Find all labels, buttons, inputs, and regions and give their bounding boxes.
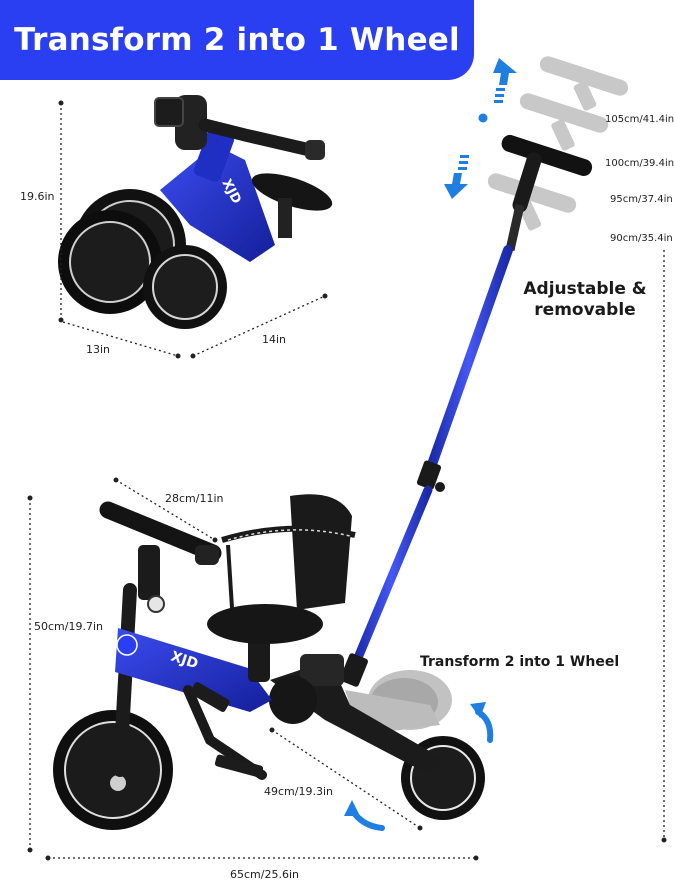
small-trike-depth-label: 13in xyxy=(86,343,111,356)
handle-height-105: 105cm/41.4in xyxy=(605,114,674,125)
large-trike-height-label: 50cm/19.7in xyxy=(34,620,103,633)
large-trike-image: XJD xyxy=(53,494,485,830)
handle-height-90: 90cm/35.4in xyxy=(610,233,673,244)
wheelbase-label: 49cm/19.3in xyxy=(264,785,333,798)
adjustable-note: Adjustable & removable xyxy=(520,279,650,321)
height-adjust-arrows xyxy=(444,58,517,199)
handle-height-100: 100cm/39.4in xyxy=(605,158,674,169)
handlebar-width-label: 28cm/11in xyxy=(165,492,224,505)
handle-height-ghosts xyxy=(487,56,629,251)
title-banner: Transform 2 into 1 Wheel xyxy=(0,0,474,80)
transform-label: Transform 2 into 1 Wheel xyxy=(420,654,620,670)
transform-arrows xyxy=(344,702,494,831)
banner-title: Transform 2 into 1 Wheel xyxy=(14,22,460,58)
large-trike-dimension-lines xyxy=(29,479,476,859)
small-trike-dimension-lines xyxy=(60,103,326,357)
small-trike-height-label: 19.6in xyxy=(20,190,55,203)
small-trike-width-label: 14in xyxy=(262,333,287,346)
push-pole xyxy=(340,245,513,687)
adjustable-note-line1: Adjustable & xyxy=(523,279,647,299)
adjustable-note-line2: removable xyxy=(534,300,636,320)
small-trike-image: XJD xyxy=(58,95,333,329)
total-length-label: 65cm/25.6in xyxy=(230,868,299,881)
handle-height-95: 95cm/37.4in xyxy=(610,194,673,205)
